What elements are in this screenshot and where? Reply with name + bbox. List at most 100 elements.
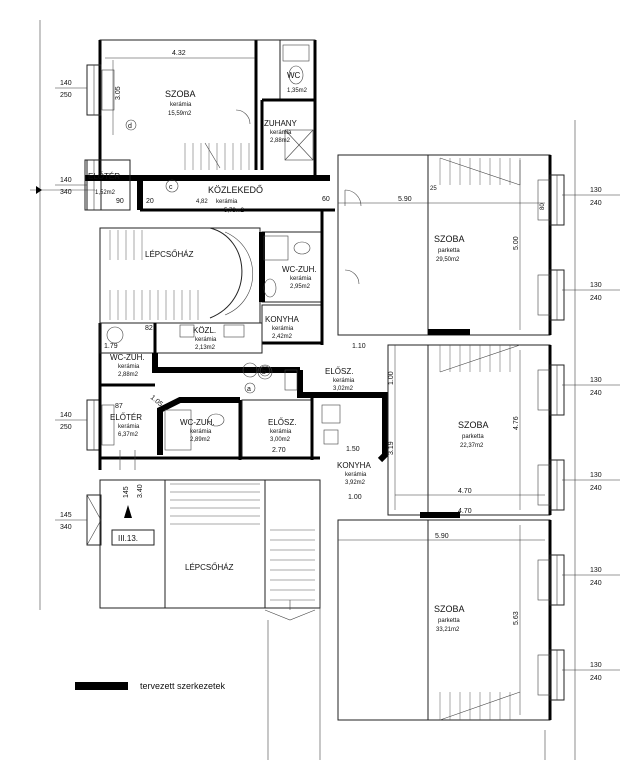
room-area-konyha-1: 2,42m2 <box>272 334 293 340</box>
window-left-1-a: 140 <box>60 80 72 87</box>
section-arrow-icon <box>36 186 42 194</box>
room-name-konyha-1: KONYHA <box>265 315 299 324</box>
room-area-eloter-2: 6,37m2 <box>118 432 139 438</box>
dim-100-a: 1.00 <box>388 371 395 385</box>
dim-470-b: 4.70 <box>458 508 472 515</box>
room-material-szoba-3: parketta <box>462 434 484 440</box>
window-right-2 <box>537 269 565 321</box>
window-right-3-b: 240 <box>590 390 602 397</box>
marker-d: d <box>128 123 132 130</box>
room-material-szoba-4: parketta <box>438 618 460 624</box>
dim-270: 2.70 <box>272 447 286 454</box>
room-name-szoba-2: SZOBA <box>434 234 465 244</box>
window-right-2-a: 130 <box>590 282 602 289</box>
legend-label: tervezett szerkezetek <box>140 681 226 691</box>
dim-476: 4.76 <box>513 416 520 430</box>
dim-305: 3.05 <box>115 86 122 100</box>
room-name-szoba-4: SZOBA <box>434 604 465 614</box>
window-right-4-b: 240 <box>590 485 602 492</box>
window-left-1 <box>86 64 115 116</box>
room-area-szoba-3: 22,37m2 <box>460 443 484 449</box>
dim-110: 1.10 <box>352 343 366 350</box>
room-name-wczuh-1: WC-ZUH. <box>282 265 317 274</box>
north-arrow-icon <box>124 505 132 518</box>
window-right-3-a: 130 <box>590 377 602 384</box>
window-left-4-b: 340 <box>60 524 72 531</box>
room-name-wc: WC <box>287 71 301 80</box>
window-right-5-b: 240 <box>590 580 602 587</box>
window-right-4-a: 130 <box>590 472 602 479</box>
window-left-3-a: 140 <box>60 412 72 419</box>
room-name-wczuh-3: WC-ZUH. <box>180 418 215 427</box>
room-name-szoba-1: SZOBA <box>165 89 196 99</box>
window-right-6 <box>537 649 565 701</box>
room-material-kozlekedo: kerámia <box>216 199 238 205</box>
window-left-1-b: 250 <box>60 92 72 99</box>
room-name-konyha-2: KONYHA <box>337 461 371 470</box>
room-material-elosz: kerámia <box>270 429 292 435</box>
room-area-wczuh-2: 2,88m2 <box>118 372 139 378</box>
room-name-eloter-2: ELŐTÉR <box>110 413 142 422</box>
room-material-wczuh-2: kerámia <box>118 364 140 370</box>
window-right-1-b: 240 <box>590 200 602 207</box>
dim-20: 20 <box>146 198 154 205</box>
toilet-icon <box>288 65 304 85</box>
room-material-konyha-2: kerámia <box>345 472 367 478</box>
window-left-4-a: 145 <box>60 512 72 519</box>
room-name-elosz: ELŐSZ. <box>268 418 296 427</box>
room-area-wc: 1,35m2 <box>287 88 308 94</box>
room-area-kozl: 2,13m2 <box>195 345 216 351</box>
room-area-eloter-1: 1,52m2 <box>95 190 116 196</box>
window-right-1-a: 130 <box>590 187 602 194</box>
room-area-kozlekedo: 5,73m2 <box>224 208 245 214</box>
window-right-1 <box>537 174 565 226</box>
room-area-konyha-2: 3,92m2 <box>345 480 366 486</box>
room-name-kozlekedo: KÖZLEKEDŐ <box>208 185 263 195</box>
room-name-szoba-3: SZOBA <box>458 420 489 430</box>
room-name-lepcsohaz-1: LÉPCSŐHÁZ <box>145 250 194 259</box>
room-material-elosz-2: kerámia <box>333 378 355 384</box>
room-name-lepcsohaz-2: LÉPCSŐHÁZ <box>185 563 234 572</box>
room-material-wczuh-1: kerámia <box>290 276 312 282</box>
dim-590-a: 5.90 <box>398 196 412 203</box>
sheet-label: III.13. <box>118 534 138 543</box>
window-right-2-b: 240 <box>590 295 602 302</box>
room-area-zuhany: 2,88m2 <box>270 138 291 144</box>
room-area-szoba-4: 33,21m2 <box>436 627 460 633</box>
dim-590-b: 5.90 <box>435 533 449 540</box>
dim-145: 145 <box>123 486 130 498</box>
room-name-elosz-2: ELŐSZ. <box>325 367 353 376</box>
dim-470-a: 4.70 <box>458 488 472 495</box>
marker-a: a <box>247 386 251 393</box>
window-right-6-a: 130 <box>590 662 602 669</box>
room-area-elosz: 3,00m2 <box>270 437 291 443</box>
dim-150: 1.50 <box>346 446 360 453</box>
dim-340: 3.40 <box>137 484 144 498</box>
marker-c: c <box>169 184 173 191</box>
room-area-wczuh-3: 2,89m2 <box>190 437 211 443</box>
dim-80: 80 <box>540 203 546 210</box>
room-area-elosz-2: 3,02m2 <box>333 386 354 392</box>
room-name-zuhany: ZUHANY <box>264 119 298 128</box>
room-material-kozlekedo-area: 4,82 <box>196 199 208 205</box>
dim-87: 87 <box>115 403 123 410</box>
window-right-5-a: 130 <box>590 567 602 574</box>
shower-tray-icon <box>284 129 314 161</box>
dim-90: 90 <box>116 198 124 205</box>
dim-563: 5.63 <box>513 611 520 625</box>
window-left-2-a: 140 <box>60 177 72 184</box>
dim-100-b: 1.00 <box>348 494 362 501</box>
room-name-wczuh-2: WC-ZUH. <box>110 353 145 362</box>
room-area-wczuh-1: 2,95m2 <box>290 284 311 290</box>
window-right-6-b: 240 <box>590 675 602 682</box>
dim-319: 3.19 <box>388 441 395 455</box>
room-area-szoba-2: 29,50m2 <box>436 257 460 263</box>
window-right-4 <box>537 459 565 511</box>
room-material-zuhany: kerámia <box>270 130 292 136</box>
room-material-szoba-2: parketta <box>438 248 460 254</box>
window-left-3-b: 250 <box>60 424 72 431</box>
window-right-5 <box>537 554 565 606</box>
new-wall-middle <box>152 353 300 373</box>
dim-60: 60 <box>322 196 330 203</box>
